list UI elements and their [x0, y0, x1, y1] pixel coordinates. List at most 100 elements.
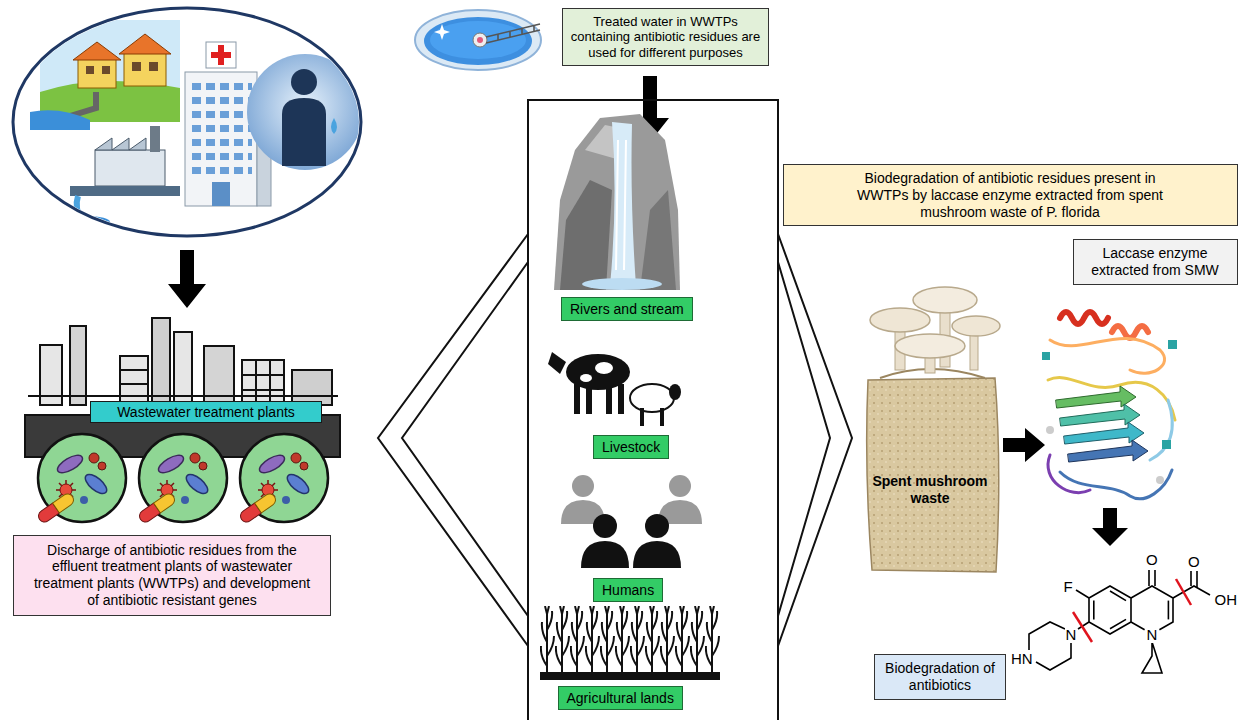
pollution-sources: [102, 66, 110, 74]
treated-water-tank: [473, 33, 487, 47]
enzyme-structure: [1048, 455, 1090, 493]
treated-water-tank: [415, 10, 541, 70]
atom-label: OH: [1214, 591, 1239, 608]
enzyme-structure: [1168, 340, 1177, 349]
enzyme-structure: [1156, 476, 1164, 484]
pollution-sources: [211, 52, 231, 58]
image-label: Spent mushroom waste: [864, 471, 996, 509]
box-text: Rivers and stream: [570, 301, 684, 318]
treated-water-tank: [430, 21, 526, 59]
enzyme-structure: [1162, 440, 1171, 449]
treatment-plant: [120, 370, 148, 384]
livestock-icon: [580, 374, 592, 382]
molecule-bonds: [1173, 586, 1210, 598]
molecule-bonds: [1029, 570, 1210, 673]
treatment-plant: [70, 326, 86, 405]
treated-water-tank: [477, 37, 483, 43]
molecule-bonds: [1191, 571, 1197, 588]
molecule-bonds: [1094, 591, 1126, 629]
crop-field-icon: [540, 606, 720, 680]
pollution-sources: [30, 20, 363, 228]
people-icon: [572, 475, 594, 497]
pollution-sources: [149, 62, 158, 71]
river-icon: [640, 190, 676, 290]
pollution-sources: [282, 98, 326, 166]
use-label: Humans: [593, 578, 663, 603]
atom-label: N: [1146, 626, 1159, 643]
enzyme-structure: [1060, 470, 1172, 499]
enzyme-structure: [1150, 400, 1172, 460]
box-text: Wastewater treatment plants: [97, 404, 315, 421]
treatment-plant: [242, 360, 284, 405]
pollution-sources: [13, 8, 363, 236]
enzyme-structure: [1042, 352, 1050, 360]
livestock-icon: [669, 384, 681, 400]
box-text: Discharge of antibiotic residues from th…: [28, 542, 316, 609]
molecule-bonds: [1089, 586, 1131, 634]
mushroom-bag: [867, 287, 1000, 572]
box-text: Humans: [602, 582, 654, 599]
enzyme-structure: [1060, 312, 1108, 324]
livestock-icon: [574, 384, 580, 414]
livestock-icon: [660, 408, 664, 426]
box-text: Laccase enzyme extracted from SMW: [1083, 245, 1228, 279]
pollution-sources: [185, 72, 257, 206]
mushroom-bag: [867, 378, 999, 572]
pollution-sources: [247, 54, 363, 170]
pollution-sources: [77, 196, 82, 222]
enzyme-structure: [1046, 426, 1054, 434]
pollution-sources: [86, 66, 94, 74]
pollution-sources: [95, 138, 146, 150]
box-text: Biodegradation of antibiotics: [880, 660, 1000, 694]
treated-water-tank: [424, 17, 532, 65]
people-icon: [633, 541, 681, 568]
treatment-plant: [242, 360, 284, 405]
pollution-sources: [150, 126, 160, 152]
box-text: Spent mushroom waste: [868, 473, 993, 507]
use-label: Rivers and stream: [561, 297, 693, 322]
crop-field-icon: [540, 606, 720, 676]
note-box: Biodegradation of antibiotics: [874, 654, 1006, 700]
atom-label: O: [1145, 551, 1159, 568]
livestock-icon: [595, 362, 613, 374]
crop-field-icon: [540, 672, 720, 680]
pollution-sources: [78, 58, 116, 88]
mushroom-bag: [895, 334, 965, 358]
uses-panel: [378, 234, 528, 646]
pollution-sources: [331, 118, 337, 134]
enzyme-structure: [1068, 440, 1148, 462]
pollution-sources: [291, 69, 317, 95]
river-icon: [554, 114, 680, 290]
use-label: Livestock: [593, 435, 669, 460]
molecule-bonds: [1142, 642, 1162, 673]
livestock-icon: [548, 352, 566, 374]
box-text: Agricultural lands: [567, 690, 674, 707]
uses-panel: [778, 234, 852, 646]
box-text: Livestock: [602, 439, 660, 456]
molecule-bonds: [1076, 590, 1089, 598]
uses-panel: [778, 262, 830, 616]
enzyme-structure: [1050, 338, 1165, 373]
note-box: Laccase enzyme extracted from SMW: [1073, 239, 1238, 285]
treated-water-tank: [415, 10, 541, 70]
box-text: Treated water in WWTPs containing antibi…: [568, 14, 764, 61]
pollution-sources: [190, 80, 252, 178]
note-box: Discharge of antibiotic residues from th…: [13, 535, 331, 616]
mushroom-bag: [952, 316, 1000, 336]
pollution-sources: [119, 34, 171, 54]
river-icon: [560, 180, 612, 290]
pollution-sources: [13, 8, 361, 236]
flow-arrow: [1092, 508, 1128, 546]
atom-label: O: [1187, 553, 1201, 570]
livestock-icon: [606, 386, 612, 414]
note-box: Biodegradation of antibiotic residues pr…: [783, 164, 1238, 226]
livestock-icon: [548, 352, 681, 426]
molecule-bonds: [1131, 586, 1173, 630]
treatment-plant: [28, 395, 338, 397]
pollution-sources: [30, 110, 90, 130]
uses-panel: [402, 262, 528, 616]
mushroom-bag: [913, 287, 977, 313]
molecule-bonds: [1149, 570, 1155, 586]
pollution-sources: [70, 92, 96, 116]
livestock-icon: [640, 408, 644, 426]
